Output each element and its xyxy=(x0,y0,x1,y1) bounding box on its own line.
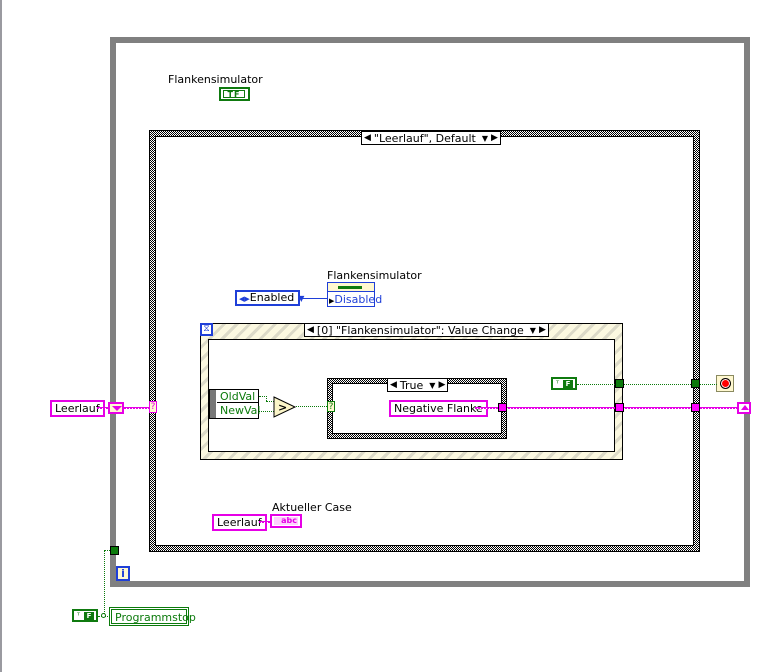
enum-value: Enabled xyxy=(249,291,295,304)
programmstop-wire-h xyxy=(104,550,112,551)
case-selector-value: "Leerlauf", Default xyxy=(373,131,476,145)
dropdown-icon[interactable]: ▼ xyxy=(481,133,489,143)
tf-glyph-icon: ᵀ xyxy=(556,379,560,388)
newval-wire xyxy=(259,411,274,412)
dropdown-icon[interactable]: ▼ xyxy=(429,380,436,390)
up-arrow-icon xyxy=(741,405,749,410)
programmstop-local-variable[interactable]: Programmstop xyxy=(109,607,196,626)
window-edge xyxy=(0,0,2,672)
leerlauf-initial-constant[interactable]: Leerlauf xyxy=(50,400,105,417)
while-loop-frame-top[interactable] xyxy=(110,37,750,43)
flankensimulator-label: Flankensimulator xyxy=(168,73,263,86)
input-arrow-icon: ▶ xyxy=(329,297,335,305)
increment-arrow-icon[interactable]: ▶ xyxy=(438,380,446,390)
case-string-wire xyxy=(475,407,745,409)
decrement-arrow-icon[interactable]: ◀ xyxy=(364,133,371,143)
comparator-shape xyxy=(273,396,297,418)
aktueller-case-label: Aktueller Case xyxy=(272,501,352,514)
control-ref-icon xyxy=(338,286,362,289)
iteration-icon: i xyxy=(121,567,125,580)
flankensimulator-terminal[interactable]: TF xyxy=(219,87,250,101)
down-arrow-icon xyxy=(112,406,122,411)
inner-case-selector[interactable]: ◀ True ▼ ▶ xyxy=(387,378,449,392)
greater-than-function[interactable]: > xyxy=(273,396,297,418)
event-selector[interactable]: ◀ [0] "Flankensimulator": Value Change ▼… xyxy=(304,323,549,337)
event-data-handle xyxy=(210,390,216,418)
event-data-oldval[interactable]: OldVal xyxy=(217,390,258,403)
wire-junction-icon xyxy=(101,613,106,618)
hourglass-timeout-icon[interactable]: ⧖ xyxy=(200,323,213,336)
oldval-wire-v xyxy=(266,396,267,401)
while-loop-frame-left[interactable] xyxy=(110,37,116,587)
property-disabled: ▶Disabled xyxy=(329,293,383,306)
stop-wire xyxy=(577,384,717,385)
case-output-tunnel-bool[interactable] xyxy=(691,379,700,388)
property-node-header xyxy=(328,283,374,292)
aktueller-case-indicator[interactable]: abc xyxy=(270,514,302,528)
decrement-arrow-icon[interactable]: ◀ xyxy=(307,325,314,335)
programmstop-false-constant[interactable]: ᵀ F xyxy=(72,609,98,622)
false-icon: F xyxy=(84,612,94,620)
loop-condition-terminal[interactable] xyxy=(716,375,734,392)
programmstop-label: Programmstop xyxy=(111,609,196,624)
case-name-wire xyxy=(259,521,271,523)
inner-case-selector-value: True xyxy=(399,378,424,392)
event-output-tunnel-string[interactable] xyxy=(615,403,624,412)
selector-wire xyxy=(124,407,150,409)
programmstop-wire-v xyxy=(104,550,105,616)
inner-case-selector-terminal[interactable]: ? xyxy=(327,401,335,412)
initial-wire xyxy=(97,407,109,409)
event-output-tunnel-bool[interactable] xyxy=(615,379,624,388)
shift-register-right[interactable] xyxy=(737,402,751,414)
false-icon: F xyxy=(563,380,573,388)
while-loop-frame-right[interactable] xyxy=(744,37,750,584)
property-node-label: Flankensimulator xyxy=(327,269,422,282)
event-selector-value: [0] "Flankensimulator": Value Change xyxy=(316,323,524,337)
iteration-terminal[interactable]: i xyxy=(116,566,130,581)
greater-than-icon: > xyxy=(278,401,287,414)
stop-icon xyxy=(720,378,731,389)
oldval-wire xyxy=(259,396,267,397)
event-data-node[interactable]: OldVal NewVal xyxy=(209,389,261,419)
event-data-newval[interactable]: NewVal xyxy=(220,404,261,417)
inner-case-output-tunnel[interactable] xyxy=(498,403,507,412)
increment-arrow-icon[interactable]: ▶ xyxy=(538,325,546,335)
enum-constant[interactable]: ◀▶Enabled▼ xyxy=(235,290,304,306)
oldval-wire-2 xyxy=(266,401,274,402)
comparison-wire xyxy=(296,406,327,407)
decrement-arrow-icon[interactable]: ◀ xyxy=(390,380,397,390)
case-output-tunnel-string[interactable] xyxy=(691,403,700,412)
dropdown-icon[interactable]: ▼ xyxy=(529,325,536,335)
property-node[interactable]: ▶Disabled xyxy=(327,282,382,307)
false-constant[interactable]: ᵀ F xyxy=(551,377,577,390)
increment-arrow-icon[interactable]: ▶ xyxy=(491,133,498,143)
enum-arrows-icon: ◀▶ xyxy=(239,295,250,303)
negative-flanke-constant[interactable]: Negative Flanke xyxy=(389,400,488,417)
tf-icon: TF xyxy=(223,90,245,99)
shift-register-left[interactable] xyxy=(108,402,124,414)
enum-wire xyxy=(300,298,328,299)
tf-glyph-icon: ᵀ xyxy=(77,611,81,620)
case-selector[interactable]: ◀ "Leerlauf", Default ▼ ▶ xyxy=(361,131,501,145)
leerlauf-case-constant[interactable]: Leerlauf xyxy=(212,514,267,531)
while-loop-frame-bottom[interactable] xyxy=(110,581,750,587)
case-selector-terminal[interactable]: ? xyxy=(149,401,157,413)
string-indicator-icon: abc xyxy=(274,517,298,525)
